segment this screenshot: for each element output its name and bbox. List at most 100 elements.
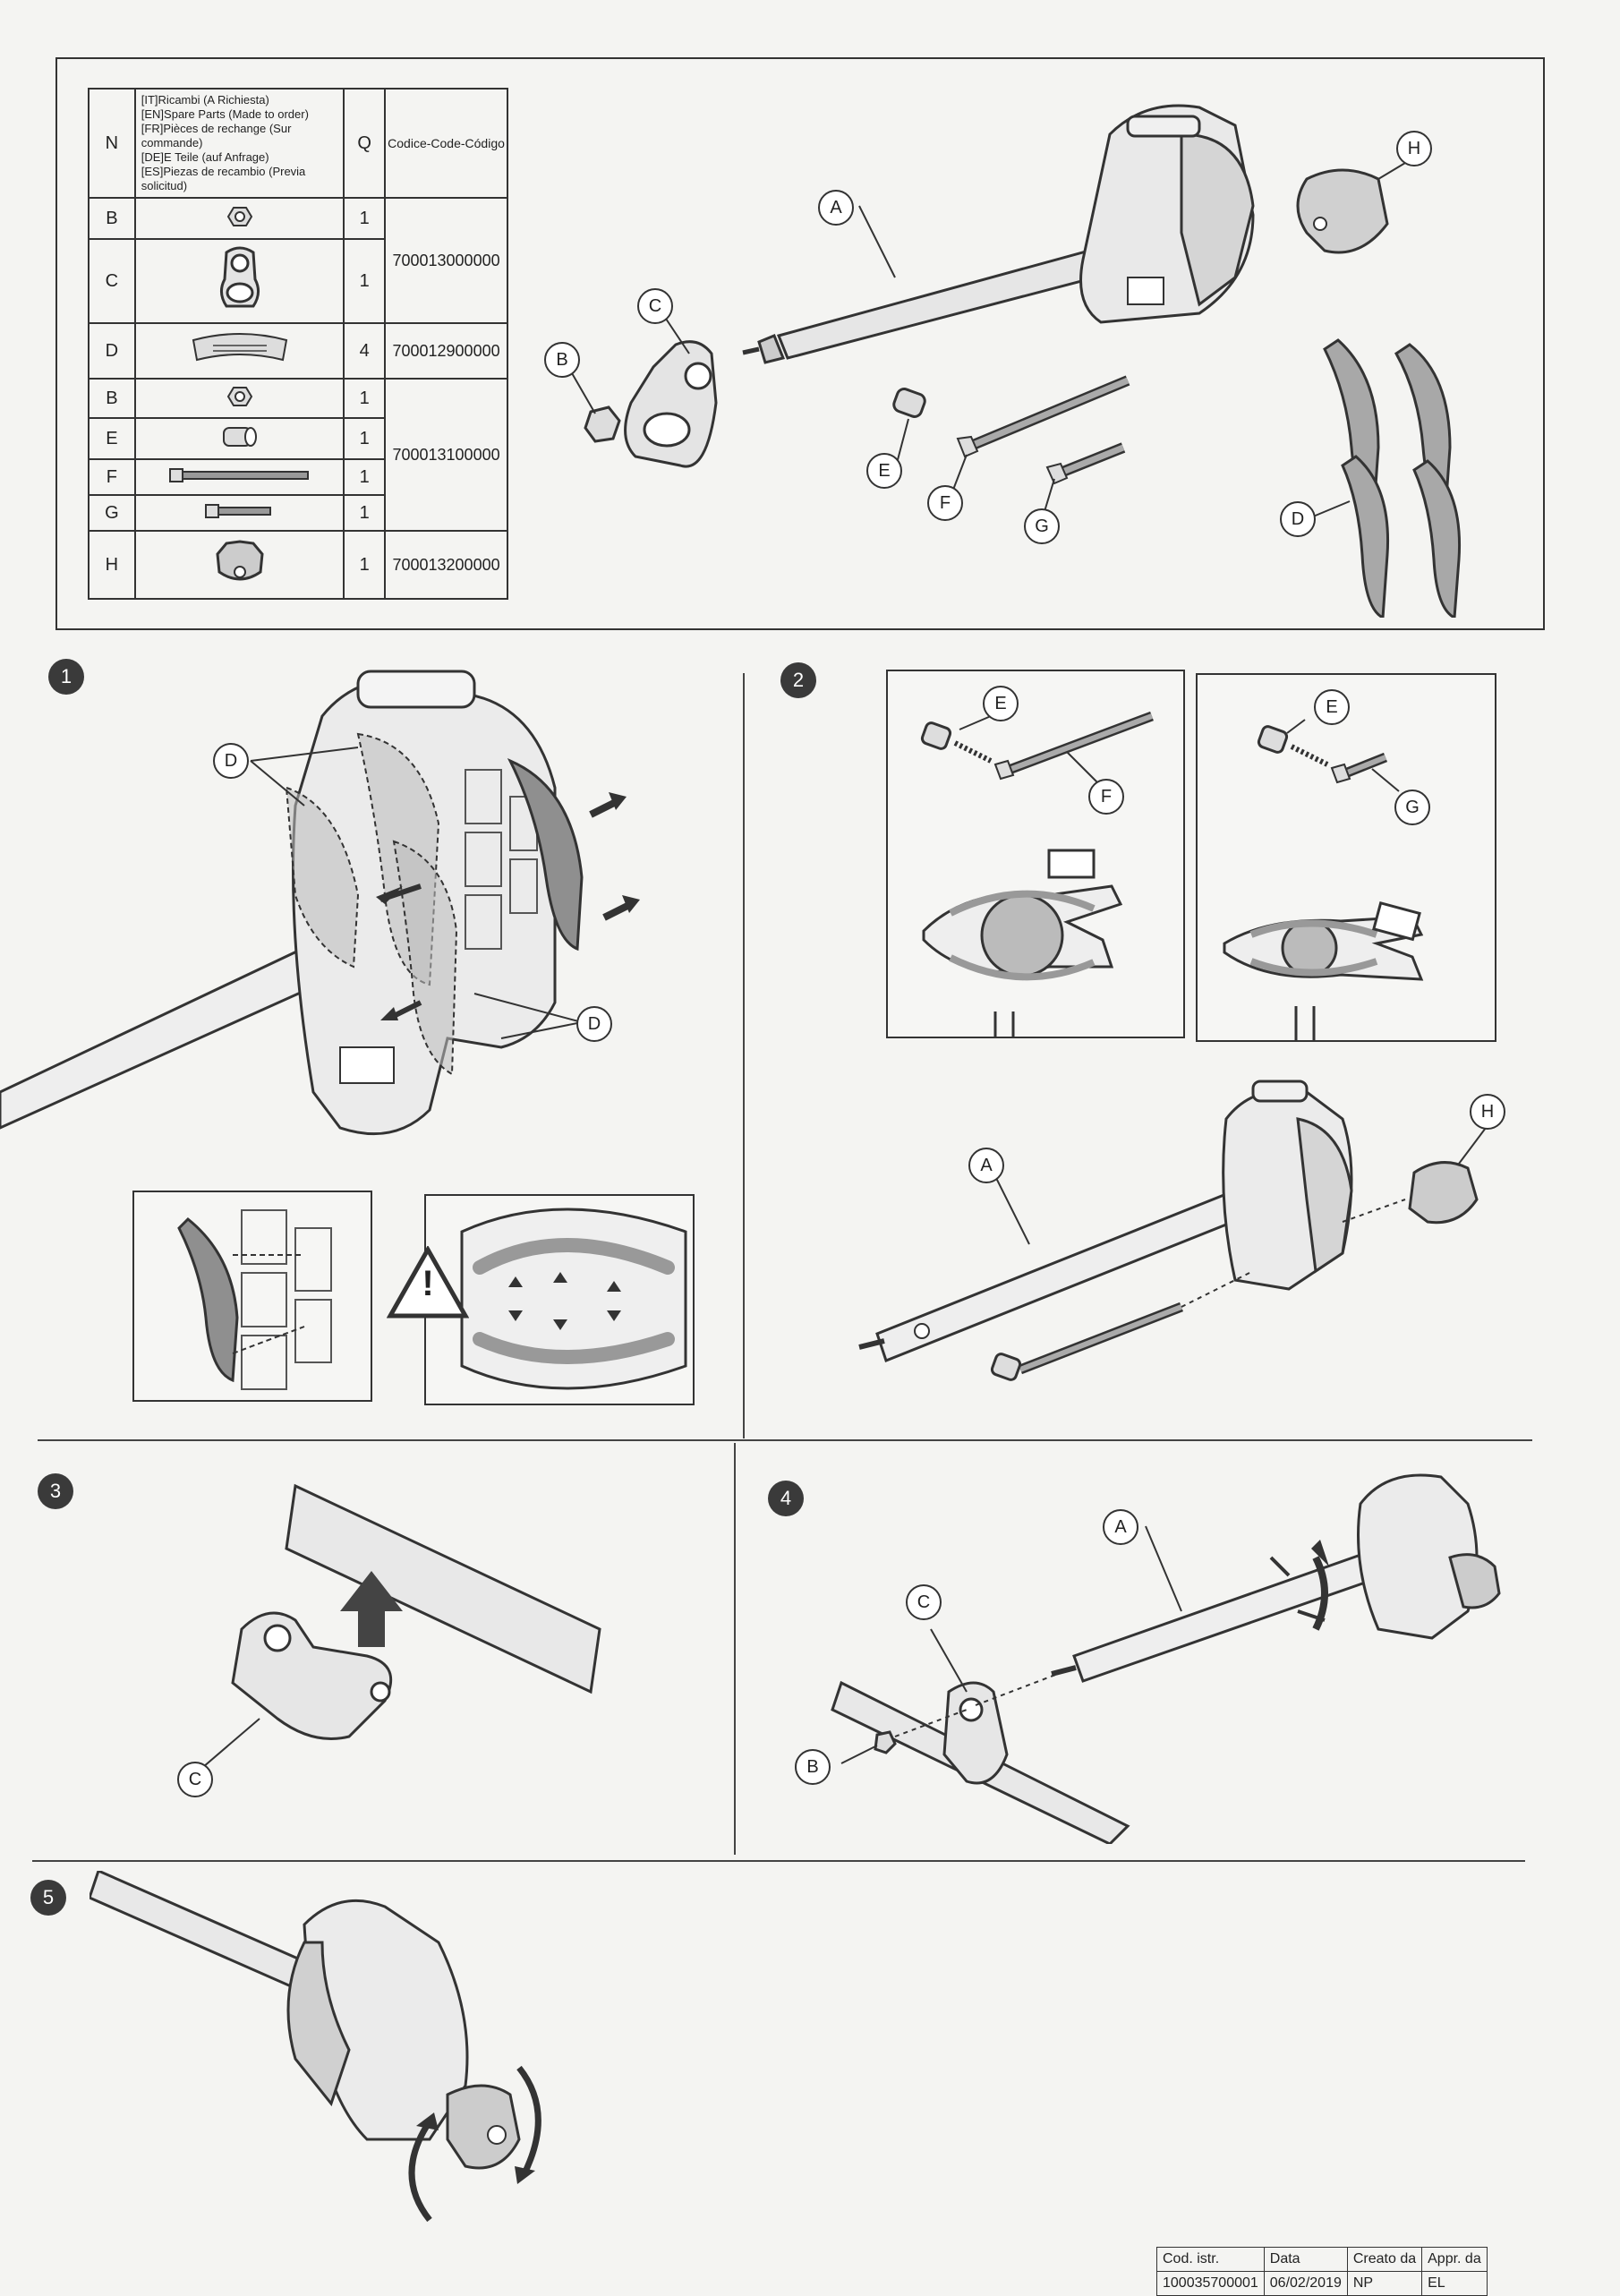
table-row: H 1 700013200000 [88, 530, 508, 600]
row-qty: 4 [343, 322, 387, 380]
table-header-row: N [IT]Ricambi (A Richiesta) [EN]Spare Pa… [88, 88, 508, 199]
divider-vertical-1 [743, 673, 745, 1438]
callout-h: H [1396, 131, 1432, 166]
nut-icon [133, 197, 345, 240]
footer-header-cod: Cod. istr. [1156, 2247, 1265, 2272]
parts-overview-frame [55, 57, 1545, 630]
step5-drawing [90, 1871, 541, 2223]
step1-drawing [0, 670, 640, 1136]
header-description: [IT]Ricambi (A Richiesta) [EN]Spare Part… [133, 88, 345, 199]
description-es: [ES]Piezas de recambio (Previa solicitud… [141, 165, 306, 192]
step4-callout-b: B [795, 1749, 831, 1785]
table-row: C 1 [88, 238, 507, 324]
callout-c: C [637, 288, 673, 324]
table-row: D 4 700012900000 [88, 322, 508, 380]
row-code: 700013100000 [384, 378, 508, 532]
header-n: N [88, 88, 136, 199]
row-letter: B [88, 378, 136, 419]
row-letter: E [88, 417, 136, 460]
step2-long-bolt-frame [886, 670, 1185, 1038]
step2-short-bolt-frame [1196, 673, 1496, 1042]
footer-value-creato: NP [1346, 2271, 1423, 2296]
footer-value-row: 100035700001 06/02/2019 NP EL [1156, 2271, 1488, 2296]
step3-drawing [196, 1483, 601, 1773]
table-row: F 1 [88, 458, 507, 496]
table-row: B 1 700013100000 [88, 378, 508, 532]
footer-header-appr: Appr. da [1421, 2247, 1488, 2272]
step2-callout-f: F [1088, 779, 1124, 815]
row-qty: 1 [343, 238, 387, 324]
description-it: [IT]Ricambi (A Richiesta) [141, 93, 269, 107]
step1-detail-warning-frame [424, 1194, 695, 1405]
row-letter: F [88, 458, 136, 496]
step2-callout-g: G [1394, 790, 1430, 825]
step2-assembly-drawing [858, 1080, 1487, 1381]
step1-callout-d-bottom: D [576, 1006, 612, 1042]
footer-value-data: 06/02/2019 [1263, 2271, 1348, 2296]
step-badge-4: 4 [768, 1481, 804, 1516]
row-qty: 1 [343, 530, 387, 600]
callout-f: F [927, 485, 963, 521]
step2-callout-h: H [1470, 1094, 1505, 1130]
long-bolt-icon [133, 458, 345, 496]
callout-e: E [866, 453, 902, 489]
row-qty: 1 [343, 458, 387, 496]
callout-b: B [544, 342, 580, 378]
footer-header-creato: Creato da [1346, 2247, 1423, 2272]
pad-icon [133, 322, 345, 380]
step-badge-1: 1 [48, 659, 84, 695]
divider-horizontal-2 [32, 1860, 1525, 1862]
step1-detail-pad-frame [132, 1191, 372, 1402]
step4-drawing [831, 1473, 1501, 1844]
callout-d: D [1280, 501, 1316, 537]
sleeve-icon [133, 417, 345, 460]
row-letter: G [88, 494, 136, 532]
description-fr: [FR]Pièces de rechange (Sur commande) [141, 122, 292, 149]
short-bolt-icon [133, 494, 345, 532]
nut-icon [133, 378, 345, 419]
table-row: B 1 700013000000 [88, 197, 508, 324]
row-letter: C [88, 238, 136, 324]
row-code: 700013000000 [384, 197, 508, 324]
row-qty: 1 [343, 417, 387, 460]
step1-callout-d-top: D [213, 743, 249, 779]
row-qty: 1 [343, 378, 387, 419]
row-qty: 1 [343, 494, 387, 532]
header-q: Q [343, 88, 387, 199]
footer-header-data: Data [1263, 2247, 1348, 2272]
header-code: Codice-Code-Código [384, 88, 508, 199]
divider-horizontal-1 [38, 1439, 1532, 1441]
description-de: [DE]E Teile (auf Anfrage) [141, 150, 269, 164]
footer-header-row: Cod. istr. Data Creato da Appr. da [1156, 2247, 1488, 2272]
step-badge-5: 5 [30, 1880, 66, 1916]
step3-callout-c: C [177, 1762, 213, 1797]
knob-icon [133, 530, 345, 600]
step-badge-2: 2 [780, 662, 816, 698]
row-code: 700012900000 [384, 322, 508, 380]
row-code: 700013200000 [384, 530, 508, 600]
step2-callout-e-left: E [983, 686, 1019, 721]
footer-value-cod: 100035700001 [1156, 2271, 1265, 2296]
table-row: G 1 [88, 494, 507, 532]
step4-callout-c: C [906, 1584, 942, 1620]
step2-callout-e-right: E [1314, 689, 1350, 725]
exploded-view-drawing [567, 104, 1462, 618]
step-badge-3: 3 [38, 1473, 73, 1509]
callout-g: G [1024, 508, 1060, 544]
clamp-icon [133, 238, 345, 324]
step2-callout-a: A [968, 1148, 1004, 1183]
warning-triangle-icon [387, 1246, 469, 1319]
footer-value-appr: EL [1421, 2271, 1488, 2296]
row-letter: D [88, 322, 136, 380]
document-info-table: Cod. istr. Data Creato da Appr. da 10003… [1156, 2247, 1488, 2296]
row-letter: H [88, 530, 136, 600]
row-qty: 1 [343, 197, 387, 240]
callout-a: A [818, 190, 854, 226]
row-letter: B [88, 197, 136, 240]
step4-callout-a: A [1103, 1509, 1138, 1545]
divider-vertical-2 [734, 1443, 736, 1855]
warning-symbol: ! [422, 1264, 434, 1303]
description-en: [EN]Spare Parts (Made to order) [141, 107, 309, 121]
table-row: E 1 [88, 417, 507, 460]
spare-parts-table: N [IT]Ricambi (A Richiesta) [EN]Spare Pa… [88, 88, 508, 600]
